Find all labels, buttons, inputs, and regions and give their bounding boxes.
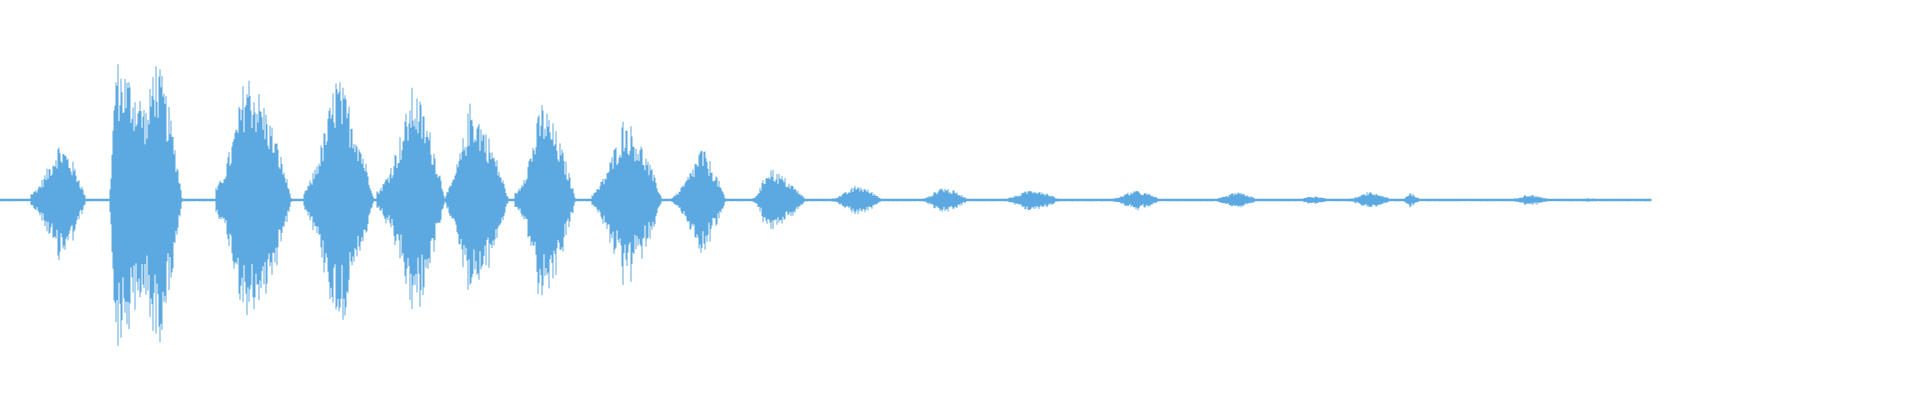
- waveform-path: [0, 64, 1652, 346]
- waveform-bars: [0, 64, 1652, 346]
